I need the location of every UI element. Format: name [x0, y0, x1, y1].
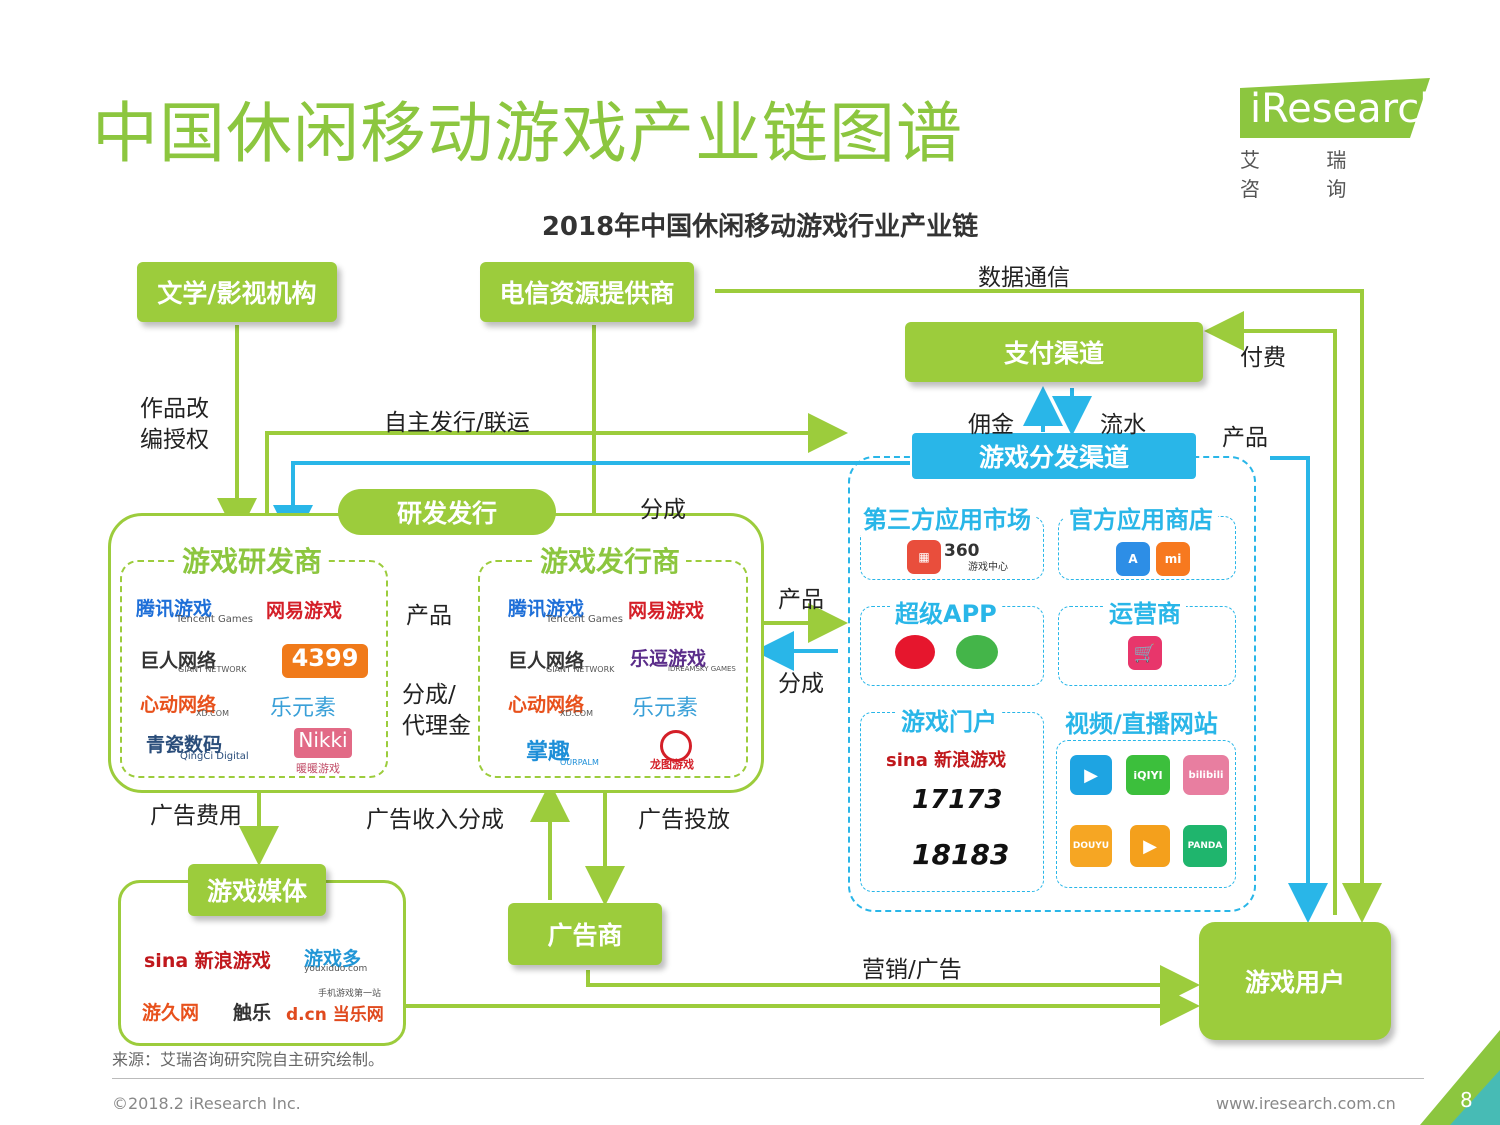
- media-brand-youxiduo-en: youxiduo.com: [304, 964, 368, 974]
- app-store-icon: A: [1116, 542, 1150, 576]
- rd-publish-box: 研发发行: [338, 489, 556, 535]
- dev-brand-giant-en: GIANT NETWORK: [178, 665, 247, 674]
- page-title: 中国休闲移动游戏产业链图谱: [92, 95, 963, 172]
- label-share-top: 分成: [640, 497, 686, 523]
- media-brand-youxiduo: 游戏多: [304, 948, 362, 970]
- pub-brand-ourpalm: 掌趣: [526, 740, 571, 765]
- corner-triangle-icon: [1420, 1030, 1500, 1125]
- label-product-dist: 产品: [778, 587, 824, 613]
- douyu-icon: DOUYU: [1070, 825, 1112, 867]
- wechat-icon: [956, 635, 998, 669]
- iqiyi-icon: iQIYI: [1126, 755, 1170, 795]
- telecom-box: 电信资源提供商: [480, 262, 694, 322]
- label-license: 作品改 编授权: [140, 396, 209, 453]
- mi-store-icon: mi: [1156, 542, 1190, 576]
- media-brand-dcn: d.cn 当乐网: [286, 1005, 384, 1025]
- longtu-icon: [660, 730, 692, 762]
- copyright: ©2018.2 iResearch Inc.: [112, 1094, 301, 1113]
- pub-brand-xd: 心动网络: [508, 694, 585, 716]
- pub-brand-giant-en: GIANT NETWORK: [546, 665, 615, 674]
- dev-brand-4399: 4399: [282, 644, 368, 678]
- label-commission: 佣金: [968, 412, 1014, 438]
- pub-brand-leyuansu: 乐元素: [632, 696, 699, 721]
- logo-banner-icon: [1240, 78, 1430, 138]
- dev-brand-netease: 网易游戏: [266, 600, 343, 622]
- logo-sub: 艾 瑞 咨 询: [1240, 148, 1377, 201]
- shopping-cart-icon: 🛒: [1128, 636, 1162, 670]
- brand-sina-games: sina 新浪游戏: [886, 750, 1007, 771]
- dev-brand-xd-en: XD.COM: [196, 709, 229, 718]
- footer-url[interactable]: www.iresearch.com.cn: [1216, 1094, 1396, 1113]
- weibo-icon: [895, 635, 935, 669]
- dev-brand-qingci-en: QingCi Digital: [180, 751, 249, 762]
- label-ad-place: 广告投放: [638, 807, 730, 833]
- brand-18183: 18183: [912, 838, 1010, 871]
- source-note: 来源：艾瑞咨询研究院自主研究绘制。: [112, 1050, 385, 1069]
- page-number: 8: [1460, 1088, 1473, 1112]
- payment-box: 支付渠道: [905, 322, 1203, 382]
- users-box: 游戏用户: [1199, 922, 1391, 1040]
- tencent-video-icon: ▶: [1070, 755, 1112, 795]
- dev-brand-nikki-cn: 暖暖游戏: [296, 762, 340, 775]
- operator-label: 运营商: [1104, 594, 1186, 629]
- dev-brand-qingci: 青瓷数码: [146, 734, 223, 756]
- dev-brand-tencent: 腾讯游戏: [136, 598, 213, 620]
- media-brand-dcn-slogan: 手机游戏第一站: [318, 989, 382, 999]
- label-ad-fee: 广告费用: [150, 803, 242, 829]
- logo-brand: iResearch: [1250, 86, 1445, 132]
- brand-360: 360: [944, 541, 980, 561]
- dev-brand-nikki: Nikki: [294, 728, 352, 758]
- portal-label: 游戏门户: [896, 702, 1002, 737]
- footer-divider: [112, 1078, 1424, 1079]
- official-label: 官方应用商店: [1064, 500, 1218, 535]
- pub-brand-idreamsky: 乐逗游戏: [630, 648, 707, 670]
- app-market-icon: ▦: [907, 540, 941, 574]
- media-box: 游戏媒体: [188, 864, 326, 916]
- pub-brand-idreamsky-en: iDREAMSKY GAMES: [668, 665, 736, 673]
- label-share-agent: 分成/ 代理金: [402, 682, 471, 739]
- dev-brand-leyuansu: 乐元素: [270, 696, 337, 721]
- pub-brand-tencent: 腾讯游戏: [508, 598, 585, 620]
- label-data-comm: 数据通信: [978, 265, 1070, 291]
- label-product-users: 产品: [1222, 425, 1268, 451]
- pub-brand-ourpalm-en: OURPALM: [560, 758, 599, 767]
- video-panel: [1056, 740, 1236, 888]
- label-self-publish: 自主发行/联运: [384, 410, 530, 436]
- label-flow: 流水: [1100, 412, 1146, 438]
- label-marketing: 营销/广告: [862, 957, 962, 983]
- literature-box: 文学/影视机构: [137, 262, 337, 322]
- media-brand-sina: sina 新浪游戏: [144, 950, 271, 972]
- iresearch-logo: iResearch 艾 瑞 咨 询: [1240, 78, 1445, 201]
- super-app-label: 超级APP: [890, 594, 1002, 629]
- pub-brand-giant: 巨人网络: [508, 650, 585, 672]
- video-label: 视频/直播网站: [1060, 704, 1223, 739]
- publisher-label: 游戏发行商: [534, 540, 687, 580]
- dev-brand-giant: 巨人网络: [140, 650, 217, 672]
- pub-brand-tencent-en: Tencent Games: [546, 614, 623, 625]
- dev-brand-xd: 心动网络: [140, 694, 217, 716]
- label-pay: 付费: [1240, 345, 1286, 371]
- pub-brand-xd-en: XD.COM: [560, 709, 593, 718]
- brand-game-center: 游戏中心: [968, 562, 1008, 573]
- pub-brand-longtu: 龙图游戏: [650, 758, 694, 771]
- third-party-label: 第三方应用市场: [858, 500, 1036, 535]
- advertiser-box: 广告商: [508, 903, 662, 965]
- brand-17173: 17173: [912, 785, 1003, 815]
- label-product-mid: 产品: [406, 603, 452, 629]
- diagram-subtitle: 2018年中国休闲移动游戏行业产业链: [541, 212, 979, 242]
- label-share-dist: 分成: [778, 671, 824, 697]
- developer-label: 游戏研发商: [176, 540, 329, 580]
- distribution-box: 游戏分发渠道: [912, 433, 1196, 479]
- dev-brand-tencent-en: Tencent Games: [176, 614, 253, 625]
- media-brand-chule: 触乐: [233, 1002, 272, 1024]
- bilibili-icon: bilibili: [1183, 755, 1229, 795]
- panda-tv-icon: PANDA: [1183, 825, 1227, 867]
- media-brand-youjiu: 游久网: [142, 1002, 200, 1024]
- label-ad-income: 广告收入分成: [366, 807, 504, 833]
- pub-brand-netease: 网易游戏: [628, 600, 705, 622]
- huya-icon: ▶: [1130, 825, 1170, 867]
